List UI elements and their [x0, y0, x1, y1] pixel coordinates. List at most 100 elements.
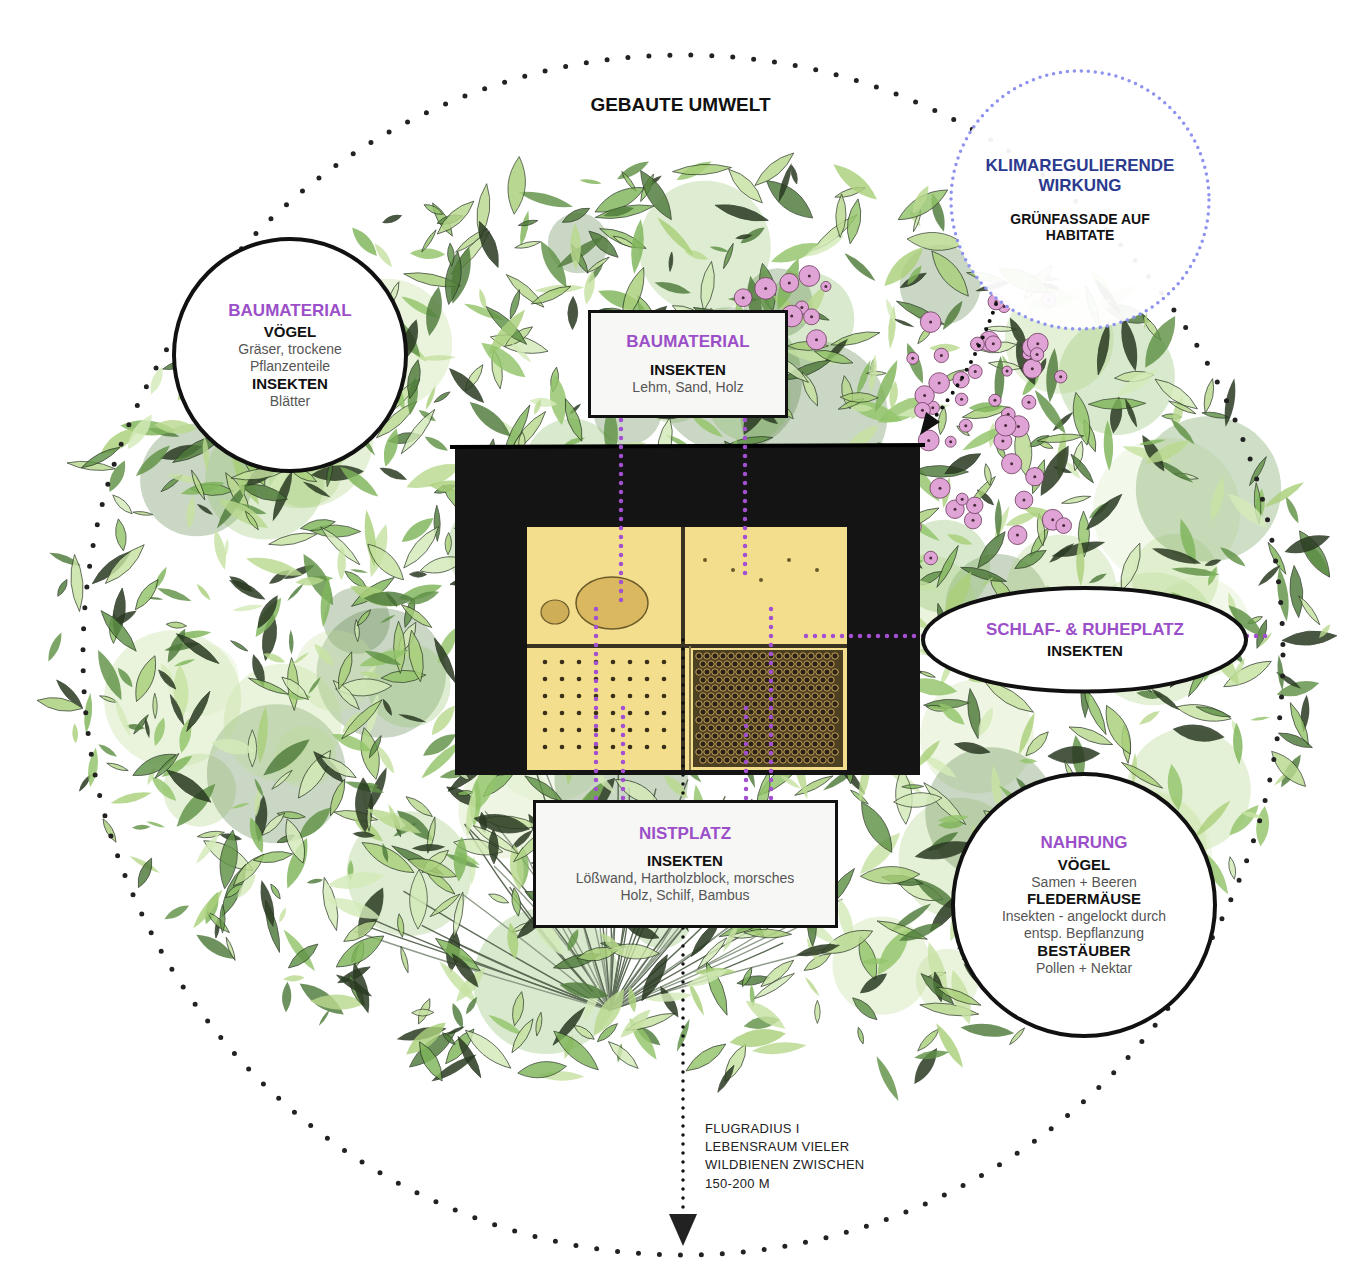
reed-tube [784, 653, 790, 659]
flower-center [992, 342, 995, 345]
leaf [697, 260, 717, 312]
reed-tube [784, 749, 790, 755]
leaf [393, 621, 406, 674]
reed-tube [704, 669, 710, 675]
leaf [69, 554, 86, 612]
leaf [760, 173, 818, 225]
leaf [183, 689, 213, 733]
leaf [579, 178, 602, 185]
reed-tube [700, 709, 706, 715]
leaf [1171, 721, 1226, 745]
leaf [518, 219, 538, 228]
reed-tube [716, 661, 722, 667]
leaf [1288, 565, 1305, 618]
leaf [288, 630, 294, 655]
flower-center [938, 487, 941, 490]
flower [920, 312, 941, 333]
leaf [506, 156, 528, 215]
reed-tube [792, 685, 798, 691]
leaf [406, 853, 459, 883]
reed-tube [716, 741, 722, 747]
leaf [318, 752, 359, 782]
reed-tube [792, 733, 798, 739]
leader-line [619, 420, 624, 605]
leaf [646, 990, 694, 1004]
reed-tube [792, 669, 798, 675]
reed-tube [808, 733, 814, 739]
reed-tube [776, 749, 782, 755]
reed-tube [756, 693, 762, 699]
drill-hole [628, 660, 633, 665]
reed-tube [712, 749, 718, 755]
leaf [503, 271, 547, 311]
reed-tube [760, 685, 766, 691]
reed-tube [780, 725, 786, 731]
reed-tube [712, 733, 718, 739]
reed-tube [776, 685, 782, 691]
drill-hole [611, 694, 616, 699]
arrowhead [669, 1214, 697, 1246]
flower-center [929, 557, 932, 560]
group-label: INSEKTEN [600, 361, 776, 379]
leaf [318, 576, 333, 628]
leaf [695, 935, 729, 971]
node-outline [921, 586, 1248, 693]
leaf [110, 789, 153, 807]
leaf [626, 986, 638, 1013]
note-label: FLUGRADIUS I LEBENSRAUM VIELER WILDBIENE… [705, 1120, 895, 1193]
leaf [410, 248, 446, 260]
flower [945, 436, 956, 447]
leaf [381, 212, 403, 226]
reed-tube [804, 741, 810, 747]
reed-tube [732, 677, 738, 683]
leader-line [594, 603, 599, 798]
leaf [331, 929, 388, 975]
reed-tube [748, 709, 754, 715]
flower-center [1062, 524, 1065, 527]
leaf [937, 813, 970, 824]
leaf [253, 592, 283, 631]
reed-tube [808, 717, 814, 723]
drill-hole [611, 728, 616, 733]
leaf [166, 621, 187, 629]
leaf [45, 631, 65, 663]
drill-hole [543, 677, 548, 682]
drill-hole [594, 711, 599, 716]
drill-hole [560, 745, 565, 750]
leaf [151, 716, 168, 747]
flower [1023, 359, 1042, 378]
leaf [397, 406, 438, 456]
reed-tube [824, 653, 830, 659]
flower-center [1006, 370, 1009, 373]
leaf [357, 645, 409, 671]
reed-tube [772, 709, 778, 715]
leaf [414, 1038, 448, 1084]
leaf [232, 603, 264, 613]
reed-tube [724, 693, 730, 699]
node-content: KLIMAREGULIERENDE WIRKUNGGRÜNFASSADE AUF… [980, 156, 1180, 244]
reed-tube [748, 693, 754, 699]
hotel-divider [527, 644, 847, 648]
reed-tube [820, 741, 826, 747]
leaf [243, 510, 260, 531]
leaf [143, 717, 151, 739]
leaf [252, 849, 293, 865]
leaf [311, 641, 337, 669]
leaf [268, 529, 318, 549]
leaf [1012, 546, 1049, 574]
habitat-circle [83, 55, 1283, 1255]
leaf [277, 906, 288, 923]
leaf [879, 242, 929, 292]
leaf [960, 1021, 1015, 1039]
reed-tube [712, 717, 718, 723]
leaf [432, 933, 485, 976]
flower-center [923, 394, 926, 397]
body-text: Insekten - angelockt durch entsp. Bepfla… [1002, 908, 1167, 942]
reed-tube [704, 733, 710, 739]
heading: BAUMATERIAL [600, 332, 776, 352]
drill-hole [662, 711, 667, 716]
leaf [529, 396, 558, 409]
flower [989, 394, 1001, 406]
leaf [487, 891, 510, 906]
flower [907, 352, 919, 364]
